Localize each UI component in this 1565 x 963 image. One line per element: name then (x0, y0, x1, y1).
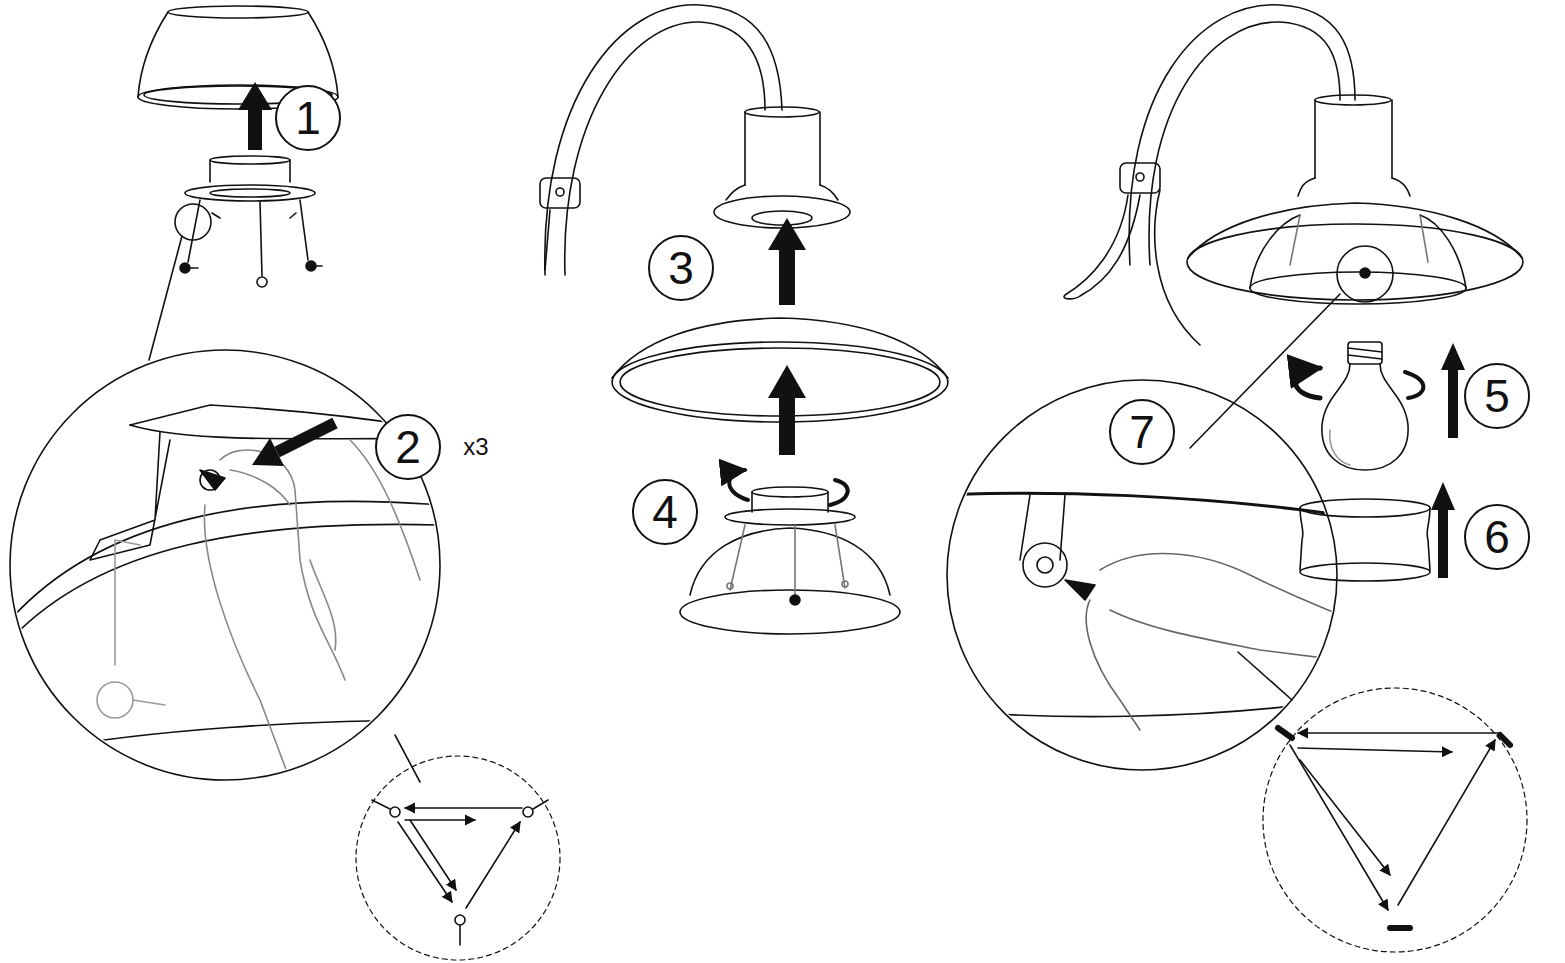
zoom-detail (940, 493, 1340, 730)
push-arrow-head (252, 438, 284, 466)
up-arrow (1431, 482, 1455, 578)
callout-circle: 7 (1109, 399, 1175, 465)
push-arrow (277, 423, 335, 452)
leader-line (149, 236, 182, 360)
sequence-circle (356, 756, 560, 960)
up-arrow (238, 82, 272, 150)
zoom-detail (10, 405, 440, 780)
zoom-circle (10, 350, 440, 780)
light-bulb (1322, 342, 1408, 470)
up-arrow (1441, 343, 1465, 438)
rotate-arrow (1296, 368, 1320, 398)
leader-line (1190, 294, 1340, 448)
shade-holder (175, 156, 322, 287)
callout-number: 7 (1129, 409, 1155, 455)
callout-number: 4 (652, 489, 678, 535)
glass-cup (1300, 499, 1430, 581)
callout-circle: 2 (375, 414, 441, 480)
rotate-arrow (830, 480, 848, 505)
callout-number: 1 (295, 95, 321, 141)
callout-number: 3 (668, 245, 694, 291)
callout-circle: 5 (1464, 363, 1530, 429)
tighten-sequence (1278, 728, 1510, 928)
callout-circle: 3 (648, 235, 714, 301)
callout-circle: 4 (632, 479, 698, 545)
assembled-lamp (1187, 95, 1523, 304)
leader-line (1238, 652, 1292, 700)
sequence-circle (1263, 688, 1527, 952)
callout-number: 2 (395, 424, 421, 470)
callout-number: 5 (1484, 373, 1510, 419)
callout-number: 6 (1484, 514, 1510, 560)
lamp-arm (1064, 5, 1355, 345)
quantity-label: x3 (463, 433, 488, 461)
rotate-arrow (1405, 372, 1423, 398)
tighten-sequence (372, 800, 548, 945)
up-arrow (768, 365, 806, 455)
rotate-arrow (729, 470, 748, 500)
callout-circle: 6 (1464, 504, 1530, 570)
zoom-circle (947, 380, 1337, 770)
callout-circle: 1 (275, 85, 341, 151)
holder-with-glass (680, 487, 900, 634)
up-arrow (768, 218, 806, 305)
lamp-socket (714, 107, 850, 228)
